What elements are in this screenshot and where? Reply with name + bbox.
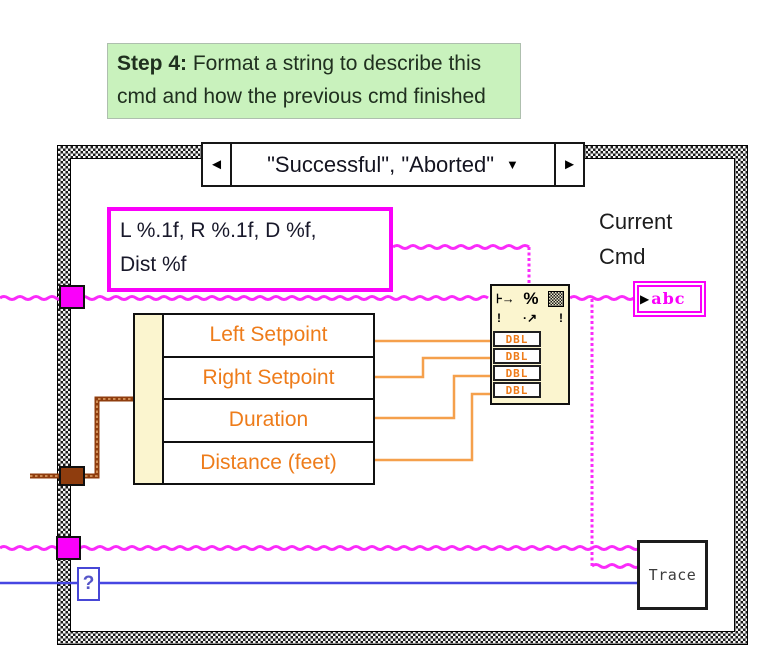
exclamation-icon: ! — [559, 310, 563, 325]
left-arrow-icon: ◄ — [209, 156, 224, 173]
unbundle-input-strip[interactable] — [133, 313, 164, 485]
format-string-line1: L %.1f, R %.1f, D %f, — [120, 219, 317, 242]
case-increment-button[interactable]: ► — [554, 144, 583, 185]
dbl-terminal: DBL — [493, 382, 541, 398]
unbundle-field-duration[interactable]: Duration — [164, 400, 373, 443]
case-selector[interactable]: ◄ "Successful", "Aborted" ▼ ► — [201, 142, 585, 187]
case-selector-text: "Successful", "Aborted" — [267, 151, 495, 177]
checkered-square-icon — [548, 291, 564, 307]
current-cmd-label: Current Cmd — [599, 209, 673, 269]
case-decrement-button[interactable]: ◄ — [203, 144, 232, 185]
percent-icon: % — [523, 289, 539, 308]
format-glyph-icon: ⊦→ — [496, 291, 515, 306]
unbundle-field-left-setpoint[interactable]: Left Setpoint — [164, 315, 373, 358]
trace-label: Trace — [648, 566, 697, 584]
unbundle-field-right-setpoint[interactable]: Right Setpoint — [164, 358, 373, 400]
dbl-terminal-column: DBL DBL DBL DBL — [493, 331, 541, 399]
unbundle-field-distance-feet[interactable]: Distance (feet) — [200, 450, 337, 474]
abc-string-icon: abc — [651, 289, 686, 308]
current-cmd-string-indicator[interactable]: ▶ abc — [633, 281, 706, 317]
format-into-string-node[interactable]: ⊦→ % ! ·↗ ! DBL DBL DBL DBL — [490, 284, 570, 405]
indicator-arrow-icon: ▶ — [640, 292, 650, 306]
trace-subvi-node[interactable]: Trace — [637, 540, 708, 610]
chevron-down-icon[interactable]: ▼ — [506, 157, 519, 172]
right-arrow-icon: ► — [562, 156, 577, 173]
dbl-terminal: DBL — [493, 331, 541, 347]
case-selector-label[interactable]: "Successful", "Aborted" ▼ — [232, 144, 554, 185]
exclamation-icon: ! — [497, 310, 501, 325]
case-selector-terminal: ? — [77, 567, 100, 601]
comment-line1: Step 4: Format a string to describe this — [117, 52, 482, 75]
format-string-line2: Dist %f — [120, 253, 187, 276]
comment-label[interactable]: Step 4: Format a string to describe this… — [107, 43, 521, 119]
format-node-subicon-row: ! ·↗ ! — [492, 309, 568, 326]
question-mark-icon: ? — [82, 573, 95, 594]
dbl-terminal: DBL — [493, 365, 541, 381]
dbl-terminal: DBL — [493, 348, 541, 364]
diagonal-arrow-icon: ·↗ — [522, 310, 538, 325]
string-indicator-inner: ▶ abc — [637, 285, 702, 313]
format-node-icon-row: ⊦→ % — [492, 286, 568, 309]
format-string-constant[interactable]: L %.1f, R %.1f, D %f, Dist %f — [107, 207, 393, 292]
unbundle-by-name-node[interactable]: Left Setpoint Right Setpoint Duration Di… — [162, 313, 375, 485]
cluster-tunnel — [59, 466, 85, 486]
string-tunnel-bottom — [56, 536, 81, 560]
comment-line2: cmd and how the previous cmd finished — [117, 85, 486, 108]
string-tunnel-top — [59, 285, 85, 309]
